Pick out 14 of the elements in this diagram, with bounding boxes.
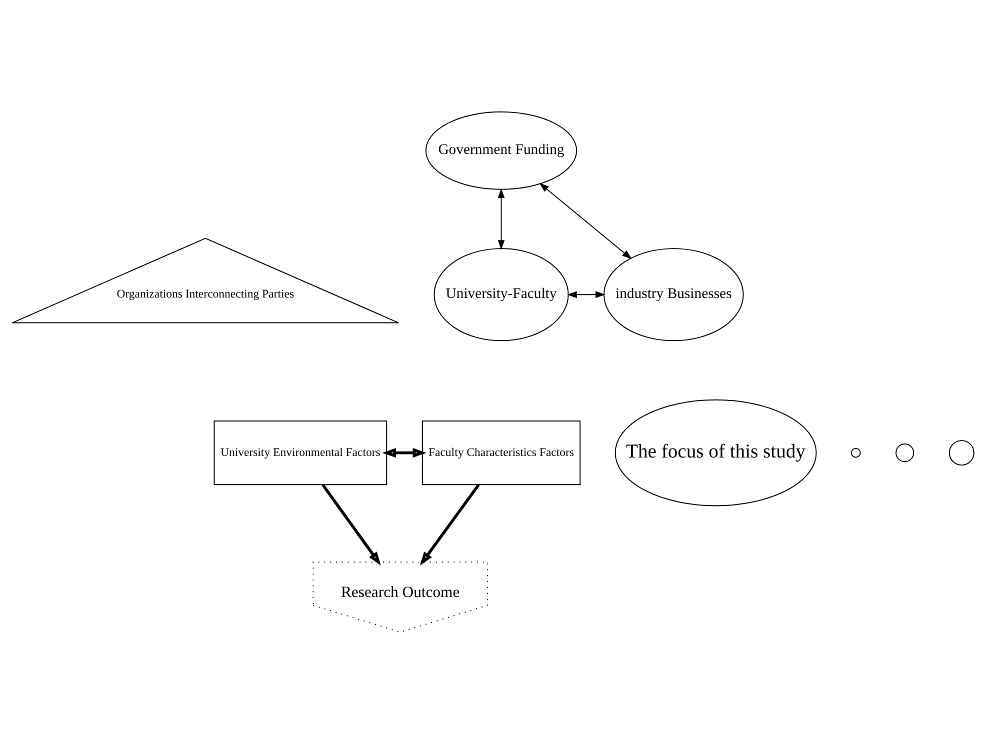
arrow: [539, 182, 632, 259]
node-box: University Environmental Factors: [214, 420, 388, 485]
arrow: [567, 290, 606, 298]
node-circle: [896, 443, 914, 462]
node-box: Faculty Characteristics Factors: [422, 420, 581, 485]
arrow: [420, 484, 480, 565]
node-circle: [850, 447, 861, 458]
node-ellipse: University-Faculty: [434, 248, 569, 341]
arrow: [322, 484, 381, 565]
node-ellipse: Government Funding: [425, 110, 578, 190]
node-ellipse: The focus of this study: [614, 398, 817, 506]
node-circle: [948, 440, 974, 466]
arrow: [382, 448, 426, 458]
arrow: [498, 188, 505, 250]
